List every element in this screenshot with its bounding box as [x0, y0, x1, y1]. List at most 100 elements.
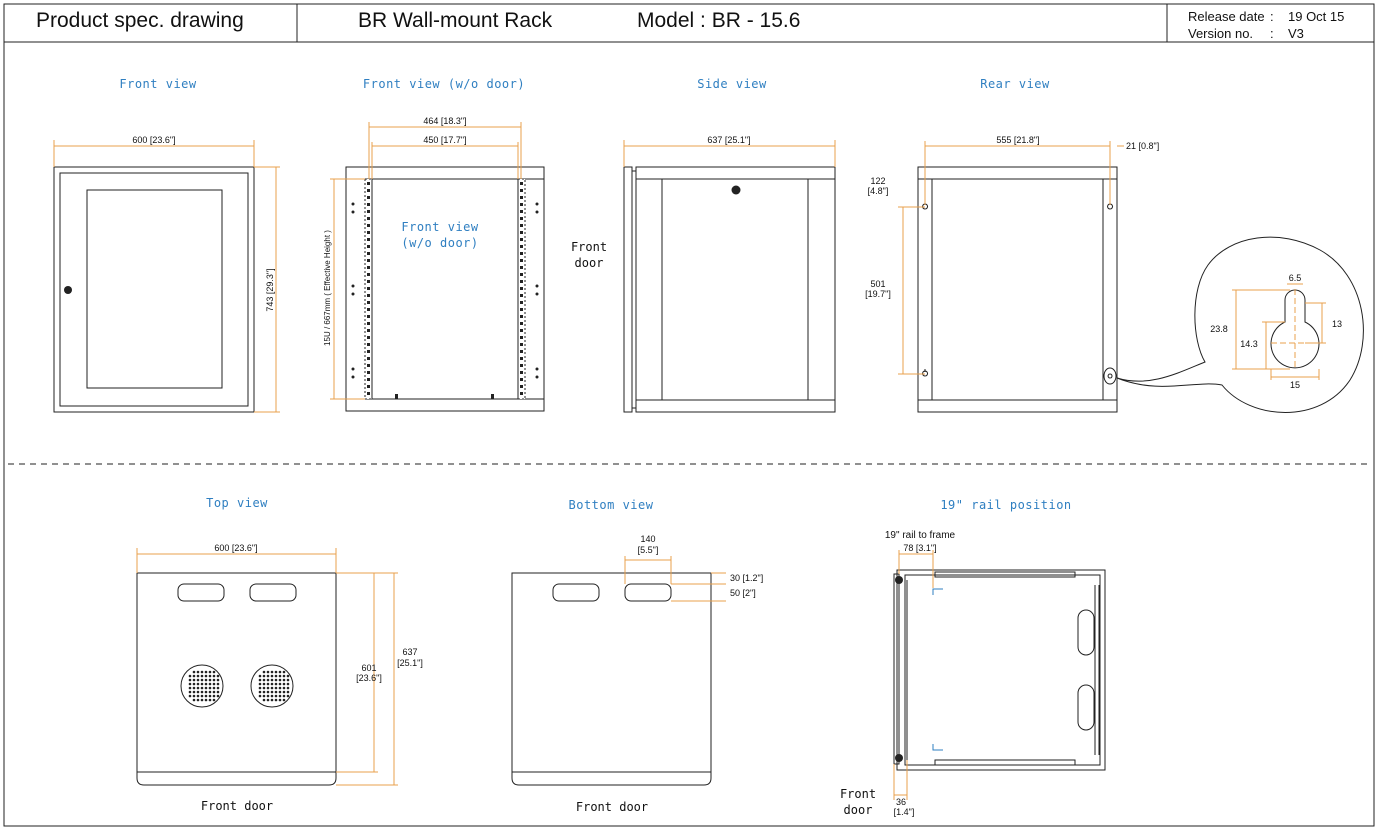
top-fan-grills — [180, 664, 294, 708]
grill-hole — [274, 686, 278, 690]
grill-hole — [278, 678, 282, 682]
grill-hole — [270, 682, 274, 686]
rail-hole — [520, 189, 523, 192]
rail-view: 19" rail to frame 78 [3.1"] Front door 3… — [840, 530, 1106, 817]
grill-hole — [188, 678, 192, 682]
rail-hole — [367, 350, 370, 353]
front-nodoor-view: 464 [18.3"] 450 [17.7"] Front view (w/o … — [323, 116, 545, 412]
rail-hole — [367, 392, 370, 395]
side-front-label-1: Front — [571, 240, 607, 254]
grill-hole — [270, 678, 274, 682]
top-depth-dim-1b: [23.6"] — [356, 673, 382, 683]
grill-hole — [278, 690, 282, 694]
rail-hole — [520, 217, 523, 220]
grill-hole — [208, 674, 212, 678]
rail-hole — [520, 378, 523, 381]
rail-hole — [520, 371, 523, 374]
grill-hole — [258, 686, 262, 690]
front-door-window — [86, 189, 223, 389]
rail-hole — [520, 357, 523, 360]
rail-hole — [520, 266, 523, 269]
grill-hole — [266, 670, 270, 674]
grill-hole — [200, 686, 204, 690]
grill-hole — [270, 694, 274, 698]
effective-height-dim: 15U / 667mm ( Effective Height ) — [323, 230, 332, 346]
grill-hole — [188, 686, 192, 690]
grill-hole — [192, 670, 196, 674]
rail-hole — [520, 364, 523, 367]
grill-hole — [262, 678, 266, 682]
keyhole-shape — [1270, 289, 1320, 369]
rail-marker-top — [932, 588, 943, 595]
grill-hole — [258, 674, 262, 678]
grill-hole — [274, 694, 278, 698]
grill-hole — [200, 694, 204, 698]
rail-hole — [520, 329, 523, 332]
front-door-inner — [59, 172, 249, 407]
grill-hole — [282, 670, 286, 674]
grill-hole — [204, 686, 208, 690]
grill-hole — [282, 698, 286, 702]
frame-bottom — [345, 398, 545, 412]
header-product-cell: BR Wall-mount Rack — [358, 0, 552, 42]
header-model-cell: Model : BR - 15.6 — [637, 0, 800, 42]
grill-hole — [188, 694, 192, 698]
grill-hole — [212, 698, 216, 702]
rail-frame-outline — [896, 569, 1106, 771]
grill-hole — [278, 694, 282, 698]
rail-hole — [520, 322, 523, 325]
keyhole-d2: 13 — [1332, 319, 1342, 329]
grill-hole — [282, 694, 286, 698]
side-depth-dim: 637 [25.1"] — [707, 135, 750, 145]
rail-hole — [367, 182, 370, 185]
rail-hole — [367, 364, 370, 367]
rail-hole — [520, 252, 523, 255]
grill-hole — [286, 682, 290, 686]
header-release-block: Release date:19 Oct 15 Version no.:V3 — [1188, 8, 1344, 42]
grill-hole — [212, 686, 216, 690]
header-product: BR Wall-mount Rack — [358, 9, 553, 32]
rail-hole — [520, 182, 523, 185]
front-door-outline — [53, 166, 255, 413]
grill-hole — [270, 686, 274, 690]
rail-hole — [367, 238, 370, 241]
front-view-title: Front view — [119, 77, 197, 91]
frame-top — [345, 166, 545, 180]
front-width-dim: 600 [23.6"] — [132, 135, 175, 145]
grill-hole — [216, 686, 220, 690]
rail-hole — [520, 301, 523, 304]
rail-hole — [367, 336, 370, 339]
grill-hole — [204, 670, 208, 674]
grill-hole — [258, 678, 262, 682]
front-view: 600 [23.6"] 743 [29.3"] — [53, 135, 280, 413]
rail-hole — [367, 287, 370, 290]
grill-hole — [278, 670, 282, 674]
version-sep: : — [1270, 26, 1274, 41]
rail-hole — [367, 378, 370, 381]
side-door-profile — [623, 166, 633, 413]
grill-hole — [188, 690, 192, 694]
grill-hole — [274, 678, 278, 682]
grill-hole — [282, 674, 286, 678]
rear-offset-dim: 21 [0.8"] — [1126, 141, 1159, 151]
rail-hole — [367, 273, 370, 276]
grill-hole — [282, 682, 286, 686]
grill-hole — [204, 674, 208, 678]
rail-hole — [520, 259, 523, 262]
rear-mid-dim-1: 501 — [870, 279, 885, 289]
nodoor-inner-label-1: Front view — [401, 220, 479, 234]
grill-hole — [270, 670, 274, 674]
grill-hole — [188, 674, 192, 678]
grill-hole — [200, 698, 204, 702]
rear-mid-dim-2: [19.7"] — [865, 289, 891, 299]
grill-hole — [258, 682, 262, 686]
bottom-width-dim-1: 140 — [640, 534, 655, 544]
grill-hole — [262, 682, 266, 686]
grill-hole — [278, 674, 282, 678]
rail-hole — [367, 203, 370, 206]
grill-hole — [262, 674, 266, 678]
rail-hole — [520, 392, 523, 395]
bottom-panel — [511, 572, 712, 773]
grill-hole — [196, 670, 200, 674]
keyhole-d1: 6.5 — [1289, 273, 1302, 283]
